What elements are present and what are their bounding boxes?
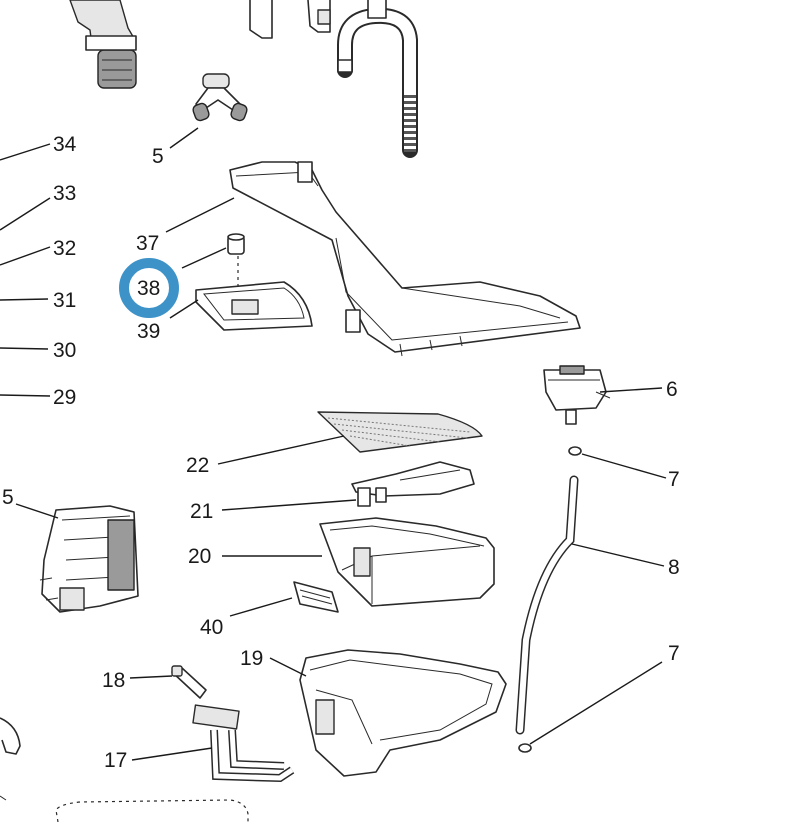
pressure-hose-part <box>515 475 579 735</box>
label-6: 6 <box>666 378 678 401</box>
leader-lines <box>0 127 667 761</box>
label-20: 20 <box>188 545 211 568</box>
label-22: 22 <box>186 454 209 477</box>
label-31: 31 <box>53 289 76 312</box>
door-lock-part <box>39 505 139 613</box>
label-17: 17 <box>104 749 127 772</box>
top-pipe-fittings <box>249 0 331 39</box>
callout-labels: 5 34 33 32 31 30 29 37 38 39 6 7 8 7 22 … <box>2 133 680 772</box>
label-34: 34 <box>53 133 77 156</box>
drain-hose-part <box>337 0 418 158</box>
label-19: 19 <box>240 647 263 670</box>
drawer-housing-part <box>299 649 507 777</box>
bottom-left-hook-part <box>0 717 21 755</box>
label-21: 21 <box>190 500 213 523</box>
drawer-insert-part <box>351 461 475 507</box>
siphon-cap-part <box>227 233 245 300</box>
label-33: 33 <box>53 182 76 205</box>
bottom-dashed-outline <box>55 799 249 822</box>
bottom-left-edge-part <box>0 795 7 801</box>
label-8: 8 <box>668 556 680 579</box>
siphon-cover-part <box>195 281 313 331</box>
label-7-upper: 7 <box>668 468 680 491</box>
hose-clip-lower-part <box>518 743 532 753</box>
heating-element-part <box>192 704 295 783</box>
detergent-drawer-part <box>319 517 495 607</box>
hose-clip-upper-part <box>568 446 582 456</box>
label-7-lower: 7 <box>668 642 680 665</box>
temperature-sensor-part <box>171 665 207 699</box>
label-39: 39 <box>137 320 160 343</box>
drawer-clip-part <box>293 581 339 613</box>
top-left-valve-part <box>69 0 137 89</box>
highlight-ring <box>119 258 179 318</box>
drawer-housing-top-part <box>229 161 581 357</box>
label-30: 30 <box>53 339 76 362</box>
y-connector-part <box>192 73 248 122</box>
label-18: 18 <box>102 669 125 692</box>
pressure-switch-part <box>543 365 611 425</box>
label-37: 37 <box>136 232 159 255</box>
label-32: 32 <box>53 237 76 260</box>
label-38: 38 <box>137 277 160 300</box>
filter-mesh-part <box>317 411 483 453</box>
label-15-partial: 5 <box>2 486 14 509</box>
label-29: 29 <box>53 386 76 409</box>
label-40: 40 <box>200 616 223 639</box>
label-5: 5 <box>152 145 164 168</box>
